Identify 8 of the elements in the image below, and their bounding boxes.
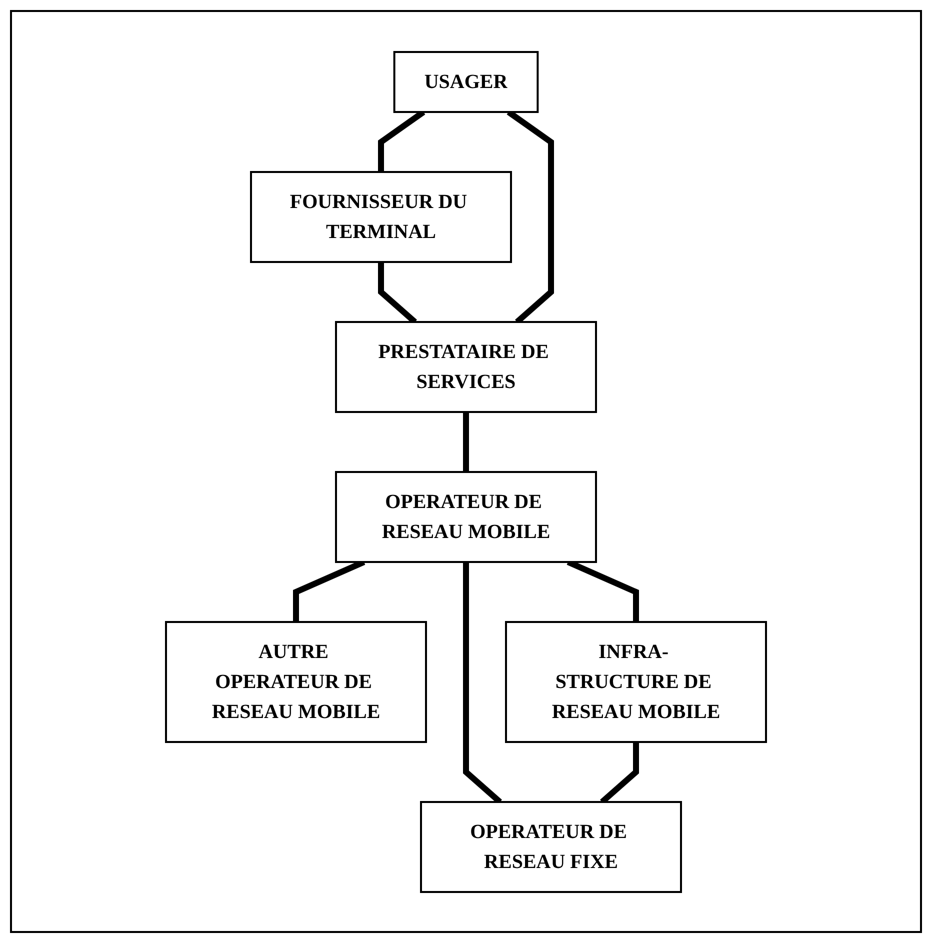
node-box: FOURNISSEUR DU TERMINAL <box>250 170 512 262</box>
node-box: AUTRE OPERATEUR DE RESEAU MOBILE <box>165 620 427 742</box>
connector <box>463 412 469 472</box>
node-box: USAGER <box>393 50 539 112</box>
node-box: OPERATEUR DE RESEAU FIXE <box>420 800 682 892</box>
node-box: OPERATEUR DE RESEAU MOBILE <box>335 470 597 562</box>
node-box: PRESTATAIRE DE SERVICES <box>335 320 597 412</box>
node-box: INFRA- STRUCTURE DE RESEAU MOBILE <box>505 620 767 742</box>
